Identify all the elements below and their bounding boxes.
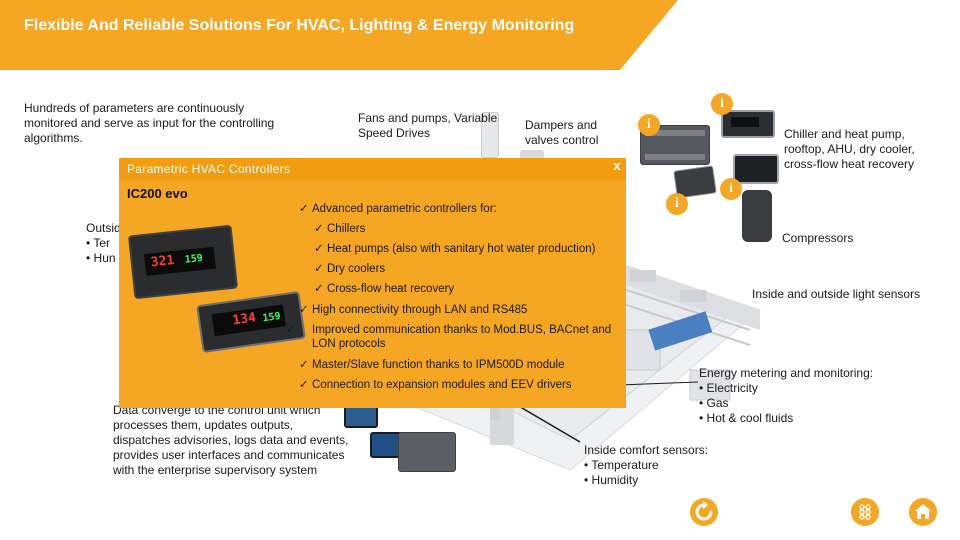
feature-text: Connection to expansion modules and EEV … — [312, 379, 572, 391]
feature-item: ✓Master/Slave function thanks to IPM500D… — [299, 358, 609, 372]
outside-list: Ter Hun — [86, 236, 126, 266]
arrow-bullet-icon: ✓ — [314, 223, 324, 235]
page-title: Flexible And Reliable Solutions For HVAC… — [24, 17, 575, 34]
compressor-image — [742, 190, 772, 242]
feature-item: ✓Cross-flow heat recovery — [314, 282, 614, 296]
comfort-item: Temperature — [584, 458, 754, 473]
dampers-label: Dampers and valves control — [525, 118, 599, 147]
light-sensors-label: Inside and outside light sensors — [752, 287, 921, 301]
feature-item: ✓Heat pumps (also with sanitary hot wate… — [314, 242, 624, 256]
home-button[interactable] — [909, 498, 937, 526]
info-button-panel[interactable]: i — [720, 178, 742, 200]
arrow-bullet-icon: ✓ — [314, 243, 324, 255]
energy-item: Electricity — [699, 381, 899, 396]
energy-list: Electricity Gas Hot & cool fluids — [699, 381, 899, 426]
damper-actuator-image — [520, 150, 544, 160]
feature-text: Improved communication thanks to Mod.BUS… — [312, 324, 612, 350]
energy-item: Hot & cool fluids — [699, 411, 899, 426]
compressors-label: Compressors — [782, 231, 854, 245]
energy-metering-label: Energy metering and monitoring: Electric… — [699, 366, 899, 426]
feature-item: ✓ Improved communication thanks to Mod.BU… — [286, 323, 622, 351]
info-button-display[interactable]: i — [666, 193, 688, 215]
header-bar — [0, 0, 620, 70]
feature-text: Master/Slave function thanks to IPM500D … — [312, 359, 565, 371]
feature-item: ✓High connectivity through LAN and RS485 — [299, 303, 599, 317]
arrow-bullet-icon: ✓ — [314, 263, 324, 275]
arrow-bullet-icon: ✓ — [299, 379, 309, 391]
fans-pumps-label: Fans and pumps, Variable Speed Drives — [358, 111, 498, 140]
grid-menu-button[interactable] — [851, 498, 879, 526]
energy-title: Energy metering and monitoring: — [699, 366, 874, 380]
outside-title: Outsid — [86, 221, 121, 235]
feature-text: High connectivity through LAN and RS485 — [312, 304, 528, 316]
sensor-image — [490, 406, 500, 420]
hvac-controllers-popup: Parametric HVAC Controllers x IC200 evo … — [119, 158, 626, 408]
outside-item: Hun — [86, 251, 126, 266]
refresh-icon — [695, 501, 713, 521]
popup-title: Parametric HVAC Controllers — [127, 162, 291, 176]
feature-text: Cross-flow heat recovery — [327, 283, 455, 295]
din-controller-image — [398, 432, 456, 472]
touch-display-image — [733, 154, 779, 184]
arrow-bullet-icon: ✓ — [299, 304, 309, 316]
feature-item: ✓Dry coolers — [314, 262, 614, 276]
comfort-title: Inside comfort sensors: — [584, 443, 709, 457]
chiller-label: Chiller and heat pump, rooftop, AHU, dry… — [784, 127, 915, 171]
comfort-item: Humidity — [584, 473, 754, 488]
display-readout: 134 — [231, 310, 257, 329]
display-readout: 159 — [261, 310, 282, 325]
panel-controller-image — [721, 110, 775, 138]
data-converge-label: Data converge to the control unit which … — [113, 403, 349, 477]
popup-close-button[interactable]: x — [613, 158, 621, 173]
comfort-list: Temperature Humidity — [584, 458, 754, 488]
outside-sensors-label: Outsid Ter Hun — [86, 221, 126, 266]
model-name: IC200 evo — [127, 186, 188, 201]
intro-text: Hundreds of parameters are continuously … — [24, 101, 275, 145]
home-icon — [915, 504, 931, 519]
feature-item: ✓Connection to expansion modules and EEV… — [299, 378, 609, 392]
info-button-chiller[interactable]: i — [711, 93, 733, 115]
feature-text: Heat pumps (also with sanitary hot water… — [327, 243, 596, 255]
arrow-bullet-icon: ✓ — [299, 203, 309, 215]
controller-product-image: 134 159 — [196, 290, 306, 354]
grid-icon — [859, 504, 871, 520]
info-button-controller[interactable]: i — [638, 114, 660, 136]
popup-header — [119, 158, 626, 180]
feature-item: ✓Advanced parametric controllers for: — [299, 202, 599, 216]
arrow-bullet-icon: ✓ — [299, 359, 309, 371]
refresh-button[interactable] — [690, 498, 718, 526]
arrow-bullet-icon: ✓ — [314, 283, 324, 295]
display-readout: 159 — [184, 252, 204, 266]
comfort-sensors-label: Inside comfort sensors: Temperature Humi… — [584, 443, 754, 488]
arrow-bullet-icon: ✓ — [286, 324, 296, 336]
header-corner — [620, 0, 678, 70]
outside-item: Ter — [86, 236, 126, 251]
feature-text: Chillers — [327, 223, 366, 235]
feature-text: Advanced parametric controllers for: — [312, 203, 497, 215]
controller-product-image: 321 159 — [127, 224, 239, 300]
display-readout: 321 — [150, 252, 176, 271]
feature-text: Dry coolers — [327, 263, 386, 275]
energy-item: Gas — [699, 396, 899, 411]
feature-item: ✓Chillers — [314, 222, 614, 236]
vfd-device-image — [481, 112, 499, 158]
